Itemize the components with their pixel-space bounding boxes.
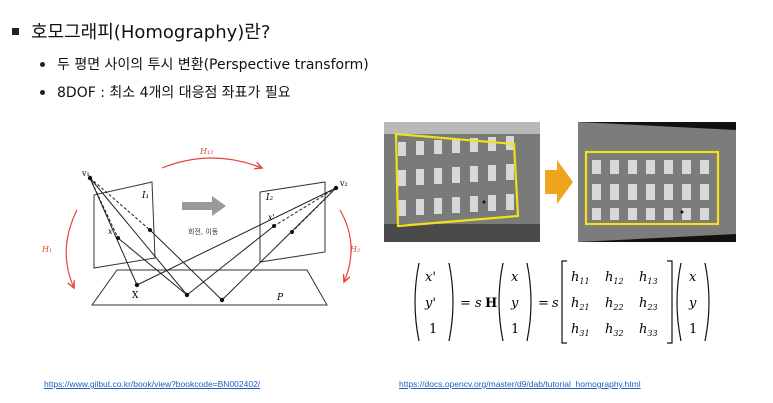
yellow-quad-original bbox=[394, 132, 520, 228]
image-plane-2 bbox=[259, 181, 326, 263]
svg-text:x: x bbox=[511, 270, 519, 285]
h12-label: H₁₂ bbox=[199, 147, 213, 156]
svg-text:s: s bbox=[475, 296, 482, 311]
svg-text:y: y bbox=[510, 296, 519, 311]
square-bullet-icon bbox=[12, 27, 19, 35]
svg-text:s: s bbox=[552, 296, 559, 311]
i1-label: I₁ bbox=[141, 191, 149, 201]
source-link-opencv[interactable]: https://docs.opencv.org/master/d9/dab/tu… bbox=[399, 379, 641, 389]
transform-arrow-icon bbox=[182, 196, 226, 216]
svg-text:=: = bbox=[538, 296, 549, 311]
plane-p-label: P bbox=[276, 293, 284, 303]
xprime-label: x' bbox=[268, 213, 275, 222]
bullet-item: 두 평면 사이의 투시 변환(Perspective transform) bbox=[40, 54, 369, 74]
h12-arrow-icon bbox=[161, 157, 262, 168]
svg-text:x': x' bbox=[425, 270, 436, 285]
svg-text:h31: h31 bbox=[571, 322, 590, 338]
x-label: x bbox=[108, 227, 113, 236]
h1-arrow-icon bbox=[65, 209, 78, 288]
homography-diagram: v₁ v₂ I₁ I₂ x x' X P 회전, 이동 H₁₂ H₁ H₂ bbox=[41, 147, 360, 306]
yellow-quad-warped bbox=[584, 150, 720, 226]
svg-text:h22: h22 bbox=[605, 296, 624, 312]
svg-text:=: = bbox=[460, 296, 471, 311]
world-point-label: X bbox=[132, 291, 139, 301]
dot-bullet-icon bbox=[40, 89, 45, 95]
h1-label: H₁ bbox=[41, 245, 52, 254]
svg-text:h11: h11 bbox=[571, 270, 590, 286]
svg-text:1: 1 bbox=[511, 322, 519, 337]
svg-text:h12: h12 bbox=[605, 270, 624, 286]
svg-text:1: 1 bbox=[689, 322, 697, 337]
svg-text:y': y' bbox=[424, 296, 436, 311]
building-photo-original bbox=[384, 122, 540, 242]
bullet-text: 두 평면 사이의 투시 변환(Perspective transform) bbox=[57, 57, 369, 73]
v2-label: v₂ bbox=[339, 179, 348, 188]
source-link-gilbut[interactable]: https://www.gilbut.co.kr/book/view?bookc… bbox=[44, 379, 261, 389]
h2-label: H₂ bbox=[349, 245, 360, 254]
bullet-text: 8DOF : 최소 4개의 대응점 좌표가 필요 bbox=[57, 85, 291, 101]
transform-result-arrow-icon bbox=[545, 160, 573, 204]
dot-bullet-icon bbox=[40, 61, 45, 67]
homography-formula: x' y' 1 = s H x y 1 = s h11 h12 h13 h21 … bbox=[414, 260, 710, 344]
i2-label: I₂ bbox=[265, 193, 274, 203]
v1-label: v₁ bbox=[81, 169, 90, 178]
slide-title: 호모그래피(Homography)란? bbox=[12, 18, 270, 44]
svg-text:y: y bbox=[688, 296, 697, 311]
arrow-caption: 회전, 이동 bbox=[188, 227, 219, 236]
world-plane-p bbox=[91, 269, 328, 306]
svg-text:h23: h23 bbox=[639, 296, 658, 312]
svg-text:1: 1 bbox=[429, 322, 437, 337]
image-plane-1 bbox=[93, 181, 156, 269]
svg-text:h13: h13 bbox=[639, 270, 658, 286]
building-photo-warped bbox=[578, 122, 736, 242]
svg-text:h33: h33 bbox=[639, 322, 658, 338]
title-text: 호모그래피(Homography)란? bbox=[31, 22, 271, 43]
svg-text:h21: h21 bbox=[571, 296, 590, 312]
svg-text:h32: h32 bbox=[605, 322, 624, 338]
svg-text:H: H bbox=[485, 296, 497, 311]
bullet-item: 8DOF : 최소 4개의 대응점 좌표가 필요 bbox=[40, 82, 291, 102]
svg-text:x: x bbox=[689, 270, 697, 285]
h2-arrow-icon bbox=[339, 209, 352, 282]
